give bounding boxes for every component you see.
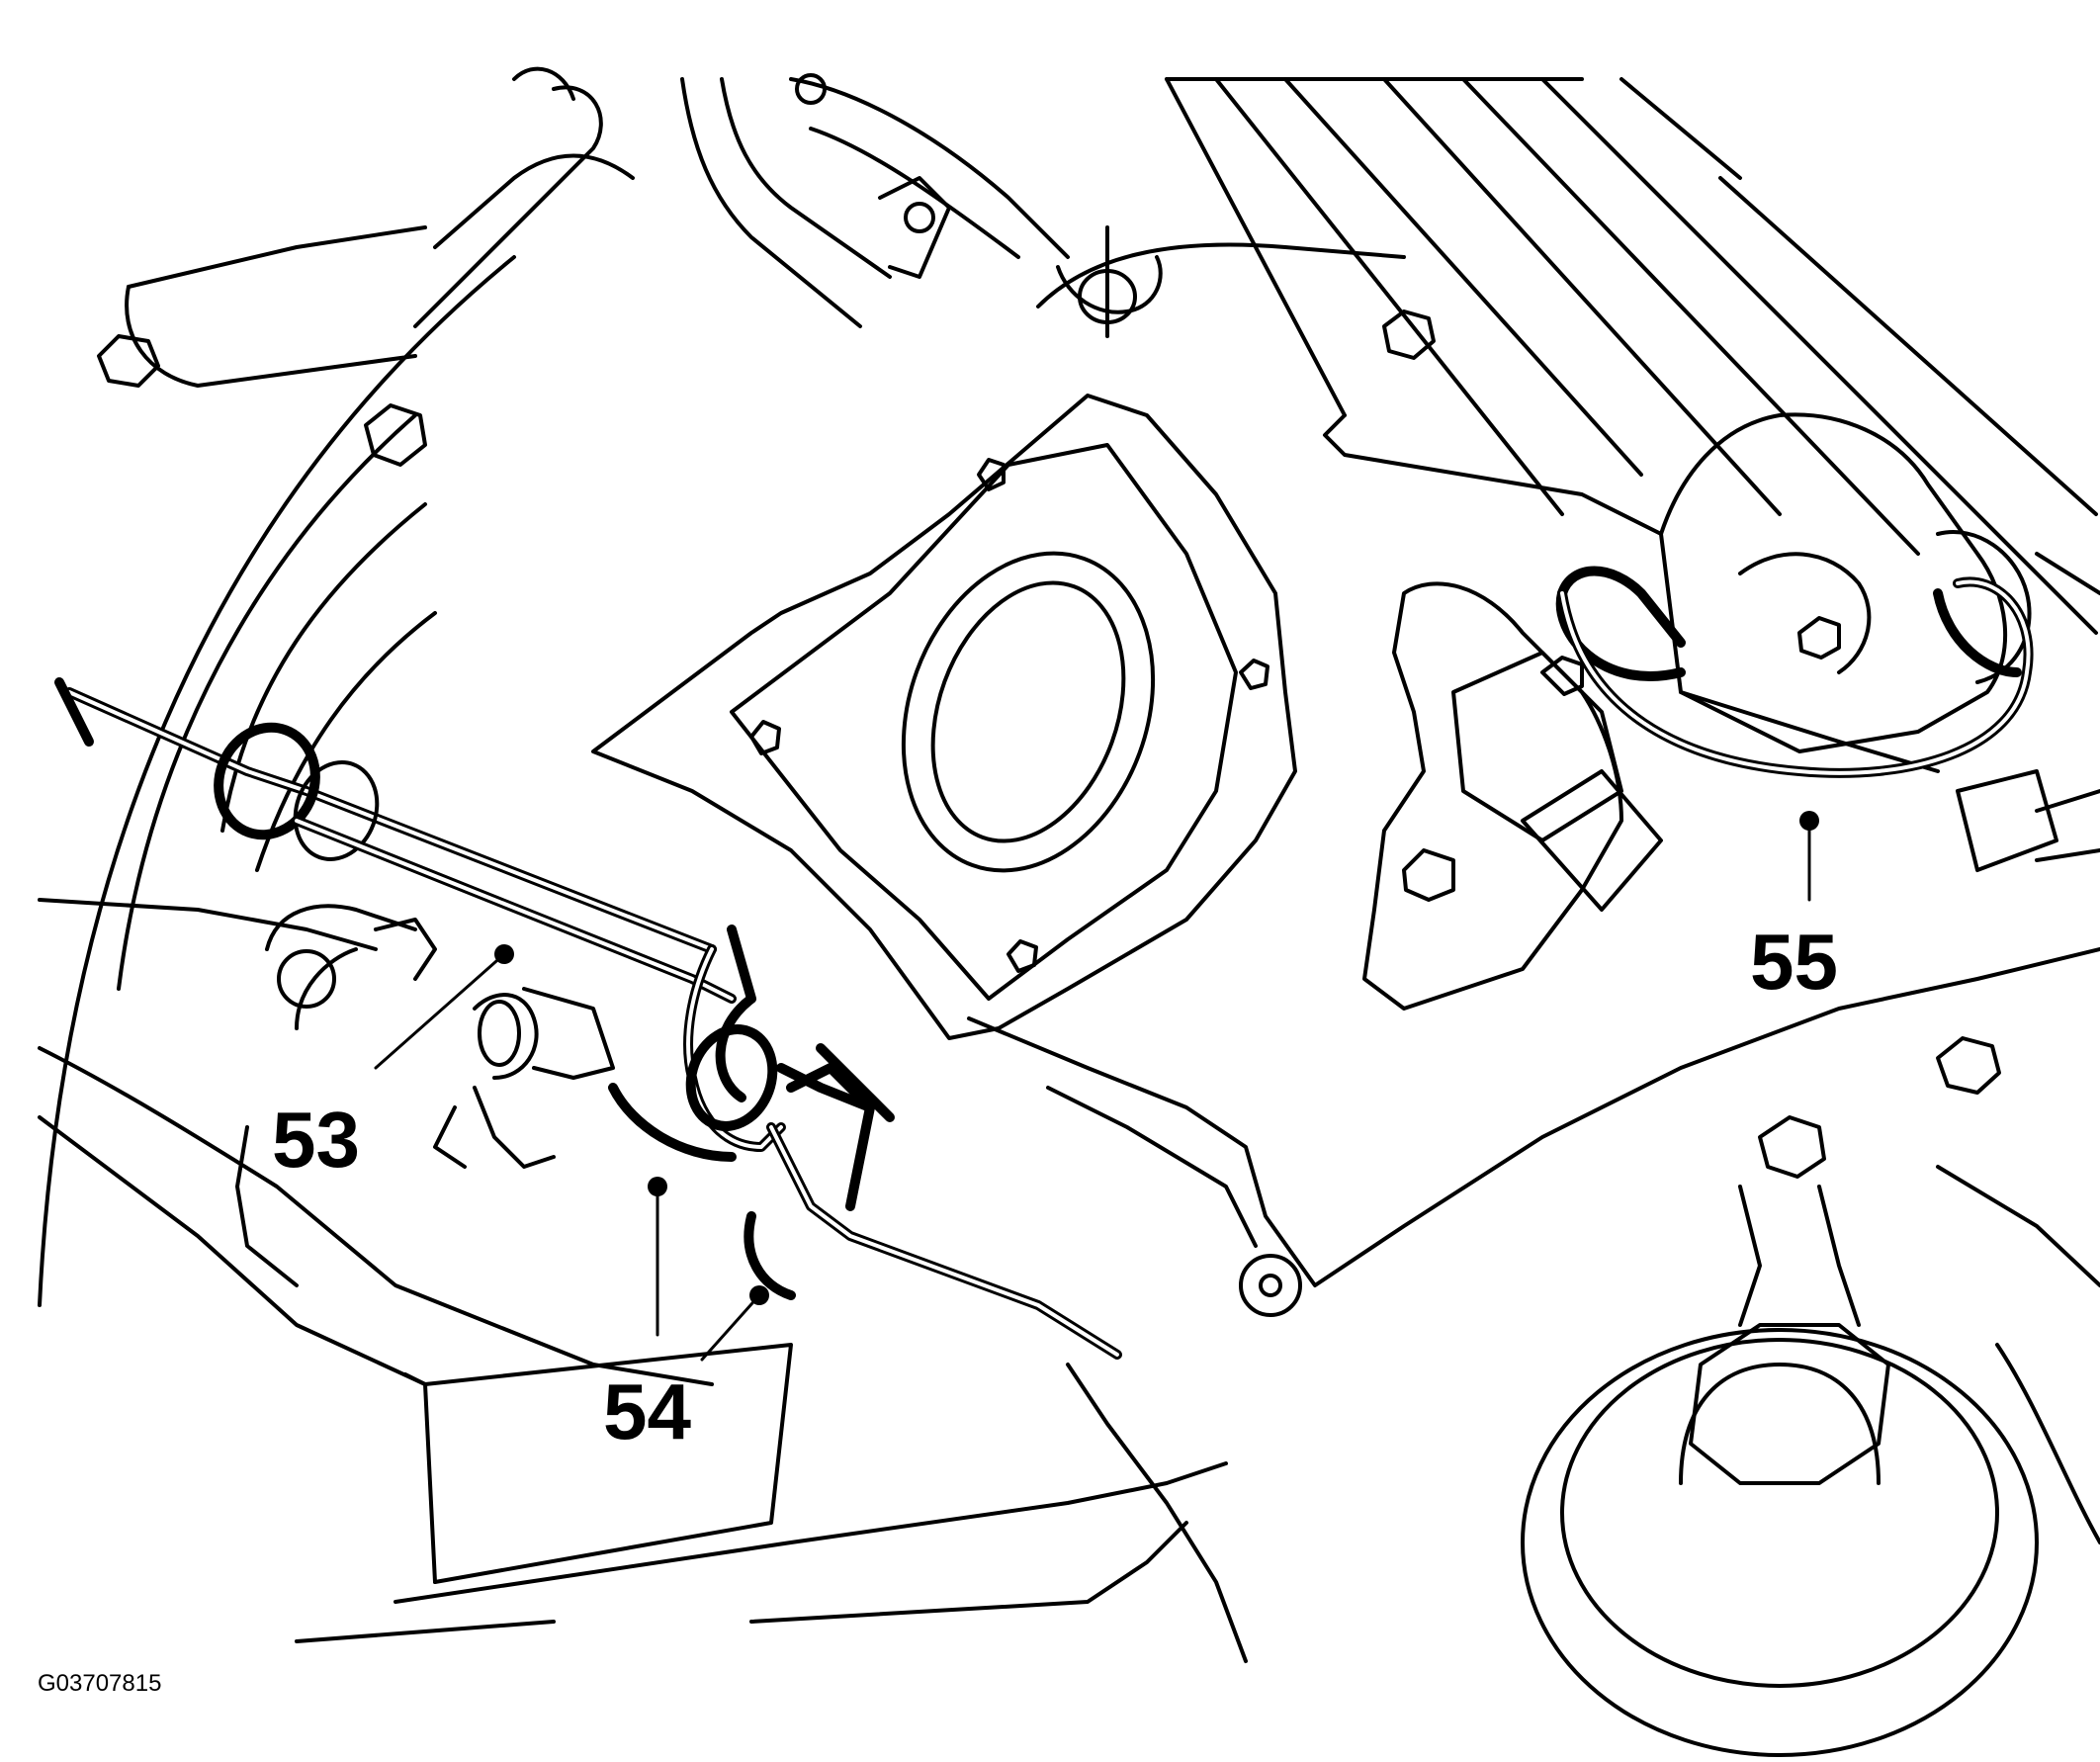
callout-55-label: 55 [1750,918,1838,1006]
engine-outline [38,66,2100,1757]
figure-id: G03707815 [38,1670,161,1697]
callout-53-label: 53 [272,1096,360,1184]
callout-54-label: 54 [603,1367,691,1455]
hose-54 [608,925,1122,1360]
hose-53 [54,677,737,1004]
callout-leaders [374,811,1819,1362]
hose-55 [1555,566,2034,778]
